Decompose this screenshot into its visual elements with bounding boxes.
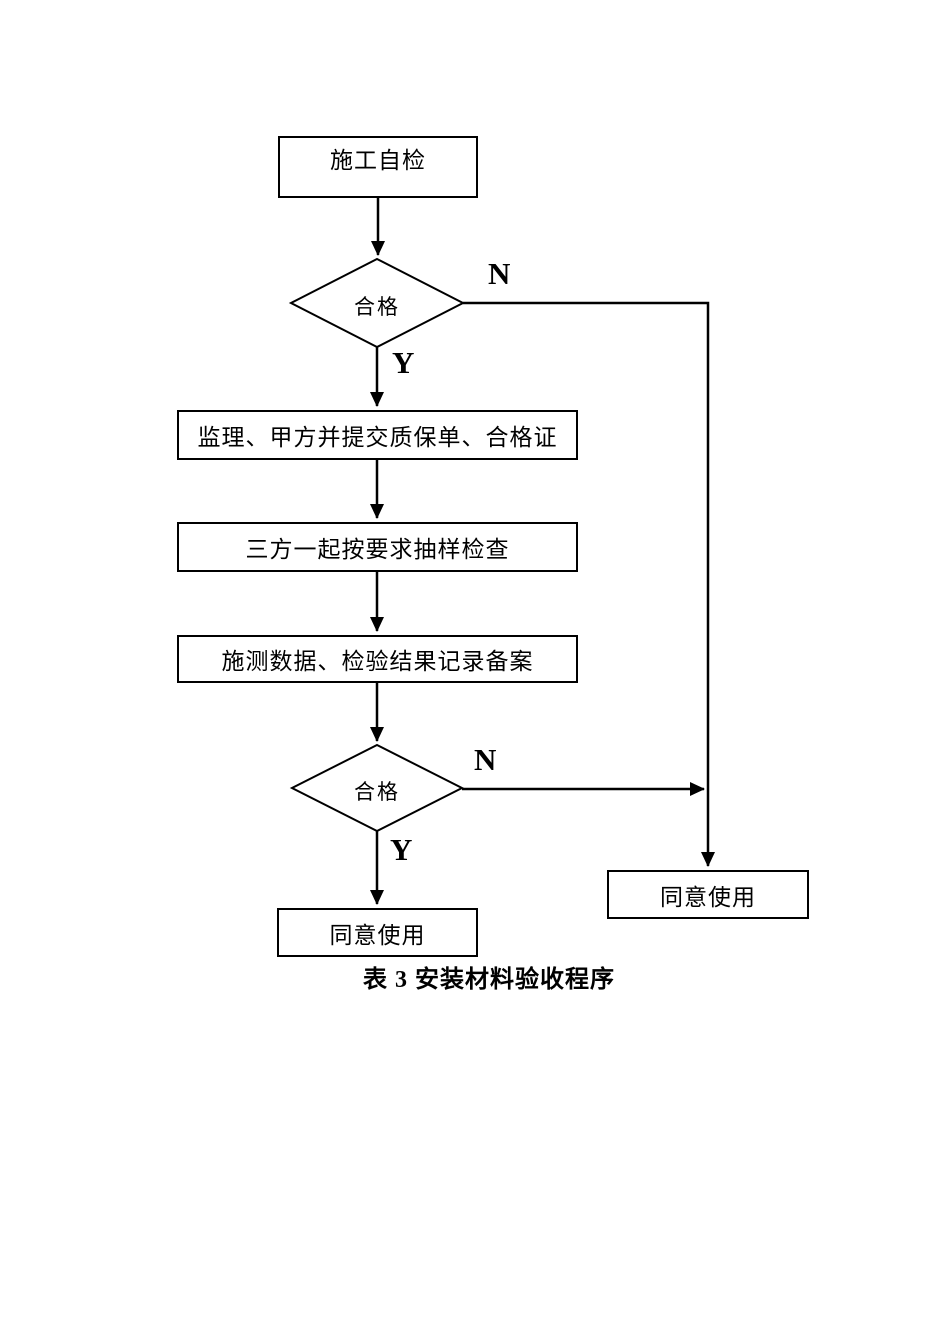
branch-label-y1: Y: [392, 345, 415, 380]
figure-caption: 表 3 安装材料验收程序: [363, 967, 615, 993]
arrow-check1-n-to-approve-right: [463, 301, 715, 867]
flow-node-approve-left: 同意使用: [277, 908, 478, 957]
decision-label-check1: 合格: [354, 295, 400, 319]
flow-node-sample: 三方一起按要求抽样检查: [177, 522, 578, 572]
branch-label-n1: N: [488, 256, 511, 291]
branch-label-n2: N: [474, 742, 497, 777]
flow-node-start: 施工自检: [278, 136, 478, 198]
flow-node-record: 施测数据、检验结果记录备案: [177, 635, 578, 683]
branch-label-y2: Y: [390, 832, 413, 867]
flow-node-approve-right: 同意使用: [607, 870, 809, 919]
decision-label-check2: 合格: [354, 780, 400, 804]
flow-node-submit: 监理、甲方并提交质保单、合格证: [177, 410, 578, 460]
